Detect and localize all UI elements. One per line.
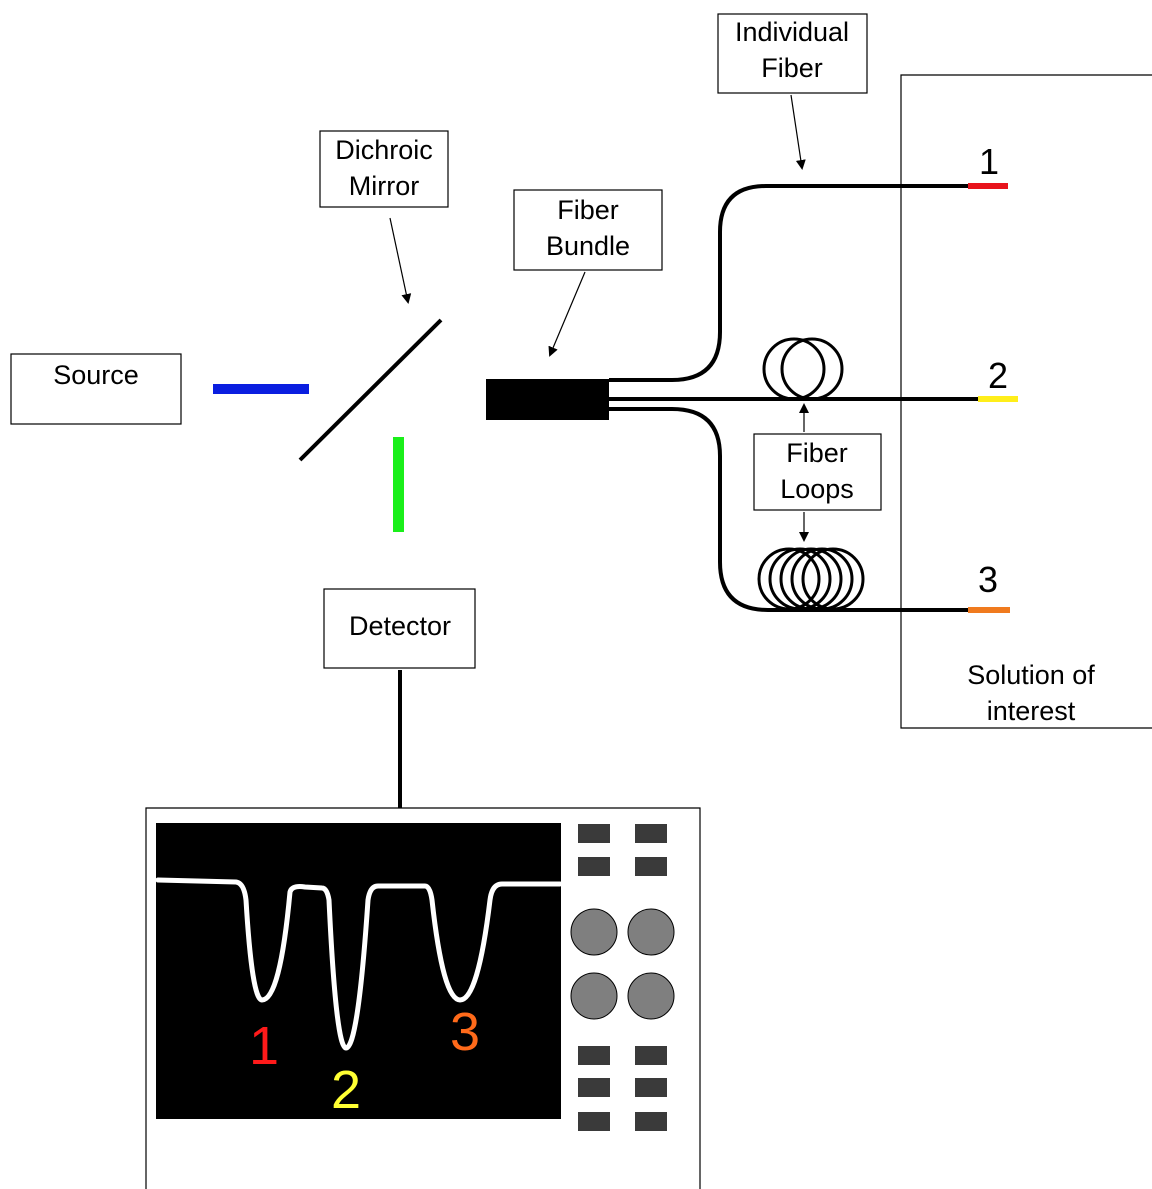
dichroic-mirror-label-box: Dichroic Mirror — [319, 130, 449, 208]
fiber-3 — [609, 407, 970, 612]
fiber-loop-3 — [757, 547, 865, 611]
dichroic-label-line1: Dichroic — [335, 135, 433, 165]
source-label: Source — [53, 360, 139, 390]
fiber-loops-label-line1: Fiber — [786, 438, 848, 468]
fiber-tip-number-3: 3 — [978, 559, 998, 600]
fiber-tip-number-1: 1 — [979, 141, 999, 182]
fiber-loops-label-box: Fiber Loops — [753, 433, 882, 511]
oscilloscope-screen — [156, 823, 561, 1119]
oscilloscope-knob[interactable] — [627, 972, 675, 1020]
source-box: Source — [10, 353, 182, 425]
detector-box: Detector — [323, 588, 476, 669]
fiber-bundle — [486, 379, 609, 420]
solution-container: Solution of interest — [900, 74, 1152, 729]
fiber-bundle-label-line2: Bundle — [546, 231, 630, 261]
oscilloscope-button[interactable] — [578, 857, 610, 876]
oscilloscope-button[interactable] — [578, 1112, 610, 1131]
oscilloscope-button[interactable] — [635, 824, 667, 843]
individual-fiber-label-box: Individual Fiber — [717, 13, 868, 94]
detector-label: Detector — [349, 611, 451, 641]
oscilloscope-button[interactable] — [635, 1046, 667, 1065]
solution-label-line2: interest — [987, 696, 1076, 726]
oscilloscope-button[interactable] — [578, 824, 610, 843]
oscilloscope-knob[interactable] — [627, 908, 675, 956]
fiber-tip-3 — [968, 607, 1010, 613]
dip-label-3: 3 — [450, 1002, 480, 1062]
oscilloscope-button[interactable] — [635, 857, 667, 876]
detector-beam — [393, 437, 404, 532]
fiber-1 — [609, 184, 970, 382]
dichroic-label-line2: Mirror — [349, 171, 419, 201]
fiber-tip-1 — [968, 183, 1008, 189]
oscilloscope: 1 2 3 — [145, 807, 701, 1189]
fiber-tip-2 — [978, 396, 1018, 402]
oscilloscope-button[interactable] — [578, 1078, 610, 1097]
individual-fiber-pointer-arrow — [790, 94, 806, 170]
oscilloscope-knob[interactable] — [570, 908, 618, 956]
dichroic-pointer-arrow — [389, 217, 412, 304]
oscilloscope-button[interactable] — [635, 1112, 667, 1131]
dip-label-1: 1 — [249, 1016, 279, 1076]
oscilloscope-button[interactable] — [635, 1078, 667, 1097]
spectrum-trace — [155, 877, 563, 1051]
dip-label-2: 2 — [331, 1060, 361, 1120]
fiber-loops-label-line2: Loops — [780, 474, 854, 504]
individual-fiber-label-line2: Fiber — [761, 53, 823, 83]
fiber-loop-2 — [762, 337, 844, 401]
source-beam — [213, 384, 309, 394]
oscilloscope-button[interactable] — [578, 1046, 610, 1065]
fiber-bundle-pointer-arrow — [548, 271, 586, 357]
fiber-bundle-label-line1: Fiber — [557, 195, 619, 225]
dichroic-mirror-icon — [298, 318, 443, 462]
fiber-tip-number-2: 2 — [988, 355, 1008, 396]
solution-label-line1: Solution of — [967, 660, 1095, 690]
fiber-bundle-label-box: Fiber Bundle — [513, 189, 663, 271]
individual-fiber-label-line1: Individual — [735, 17, 849, 47]
oscilloscope-knob[interactable] — [570, 972, 618, 1020]
